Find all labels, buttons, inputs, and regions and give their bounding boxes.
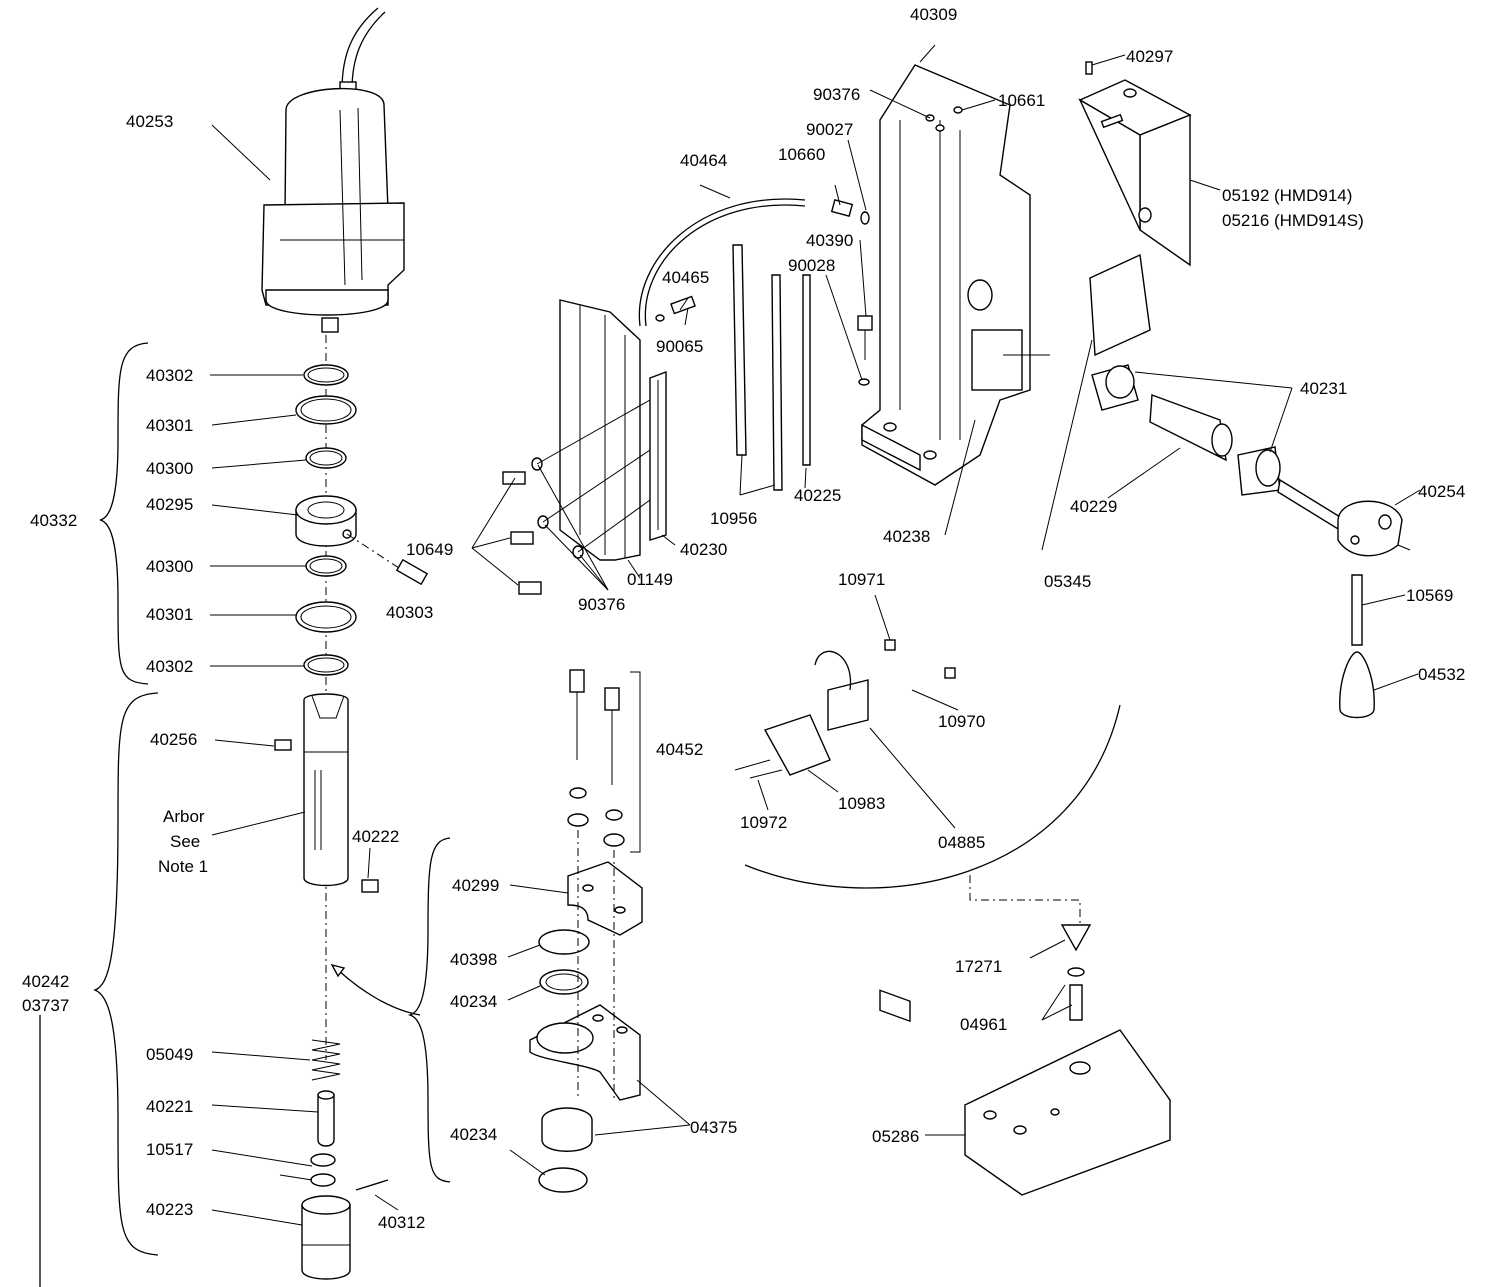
label-01149: 01149 [627, 570, 673, 589]
label-40464: 40464 [680, 151, 727, 170]
label-10661: 10661 [998, 91, 1045, 110]
label-40253: 40253 [126, 112, 173, 131]
label-05345: 05345 [1044, 572, 1091, 591]
leader-lines [210, 44, 1421, 1226]
ring-40398 [538, 929, 590, 955]
label-40303: 40303 [386, 603, 433, 622]
label-40300-top: 40300 [146, 459, 193, 478]
label-04532: 04532 [1418, 665, 1465, 684]
label-40312: 40312 [378, 1213, 425, 1232]
label-10649: 10649 [406, 540, 453, 559]
label-03737: 03737 [22, 996, 69, 1015]
fitting-40465 [655, 295, 696, 322]
label-40299: 40299 [452, 876, 499, 895]
bolt-40390 [857, 315, 873, 386]
label-40300-bottom: 40300 [146, 557, 193, 576]
label-05192: 05192 (HMD914) [1222, 186, 1352, 205]
label-40398: 40398 [450, 950, 497, 969]
label-40230: 40230 [680, 540, 727, 559]
column-01149 [559, 299, 667, 561]
part-labels: 40253 40302 40301 40300 40295 40300 4030… [22, 5, 1465, 1232]
brace-block [407, 837, 451, 1183]
block-40299 [567, 861, 643, 936]
label-90027: 90027 [806, 120, 853, 139]
base-05286 [963, 924, 1172, 1196]
ring-stack [295, 364, 357, 676]
label-10970: 10970 [938, 712, 985, 731]
label-40309: 40309 [910, 5, 957, 24]
label-90065: 90065 [656, 337, 703, 356]
hose-40464 [638, 198, 806, 327]
label-arbor-note: Note 1 [158, 857, 208, 876]
label-10972: 10972 [740, 813, 787, 832]
label-40452: 40452 [656, 740, 703, 759]
label-40242: 40242 [22, 972, 69, 991]
label-40229: 40229 [1070, 497, 1117, 516]
label-04961: 04961 [960, 1015, 1007, 1034]
handle-assembly [1091, 364, 1403, 719]
label-40234-bottom: 40234 [450, 1125, 497, 1144]
label-arbor: Arbor [163, 807, 205, 826]
bolts-40452 [567, 669, 625, 847]
label-04375: 04375 [690, 1118, 737, 1137]
label-05216: 05216 (HMD914S) [1222, 211, 1364, 230]
screws-10649 [502, 457, 584, 595]
label-40225: 40225 [794, 486, 841, 505]
label-05286: 05286 [872, 1127, 919, 1146]
switch-assembly [734, 639, 956, 1023]
label-40332: 40332 [30, 511, 77, 530]
label-40390: 40390 [806, 231, 853, 250]
label-40238: 40238 [883, 527, 930, 546]
fitting-10660 [830, 199, 870, 225]
label-10517: 10517 [146, 1140, 193, 1159]
label-40222: 40222 [352, 827, 399, 846]
bracket-05192 [1078, 61, 1192, 267]
housing-04375 [529, 1004, 641, 1152]
arbor [274, 693, 379, 893]
label-40301-bottom: 40301 [146, 605, 193, 624]
label-40465: 40465 [662, 268, 709, 287]
label-40297: 40297 [1126, 47, 1173, 66]
label-40254: 40254 [1418, 482, 1465, 501]
label-40234-top: 40234 [450, 992, 497, 1011]
label-10660: 10660 [778, 145, 825, 164]
label-40301-top: 40301 [146, 416, 193, 435]
label-10971: 10971 [838, 570, 885, 589]
label-90376-left: 90376 [578, 595, 625, 614]
label-40223: 40223 [146, 1200, 193, 1219]
label-40256: 40256 [150, 730, 197, 749]
label-10983: 10983 [838, 794, 885, 813]
label-40221: 40221 [146, 1097, 193, 1116]
label-10956: 10956 [710, 509, 757, 528]
plate-05345 [1089, 253, 1151, 357]
brace-40242 [93, 692, 159, 1256]
label-90376-right: 90376 [813, 85, 860, 104]
frame-40309 [861, 64, 1031, 486]
label-04885: 04885 [938, 833, 985, 852]
label-40302-top: 40302 [146, 366, 193, 385]
lower-arbor-parts [301, 1039, 389, 1280]
gibs [732, 244, 811, 491]
label-17271: 17271 [955, 957, 1002, 976]
motor-40253 [261, 7, 405, 333]
brace-40332 [99, 342, 149, 685]
label-40295: 40295 [146, 495, 193, 514]
label-arbor-see: See [170, 832, 200, 851]
label-05049: 05049 [146, 1045, 193, 1064]
label-10569: 10569 [1406, 586, 1453, 605]
label-40231: 40231 [1300, 379, 1347, 398]
label-90028: 90028 [788, 256, 835, 275]
fitting-40303 [395, 558, 429, 586]
label-40302-bottom: 40302 [146, 657, 193, 676]
